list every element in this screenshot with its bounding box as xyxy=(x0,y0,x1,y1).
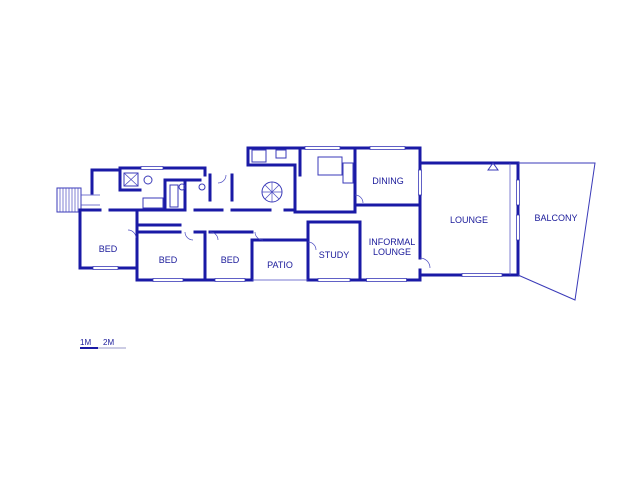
scale-bar: 1M 2M xyxy=(80,338,126,349)
fixtures xyxy=(123,149,511,275)
room-label-bed-3: BED xyxy=(221,255,240,265)
room-label-study: STUDY xyxy=(319,250,350,260)
room-label-bed-2: BED xyxy=(159,255,178,265)
scale-label-1m: 1M xyxy=(80,338,91,347)
walls xyxy=(78,146,520,282)
room-label-informal-line2: LOUNGE xyxy=(373,247,411,257)
room-label-patio: PATIO xyxy=(267,260,293,270)
entry-stairs xyxy=(56,187,100,213)
balcony-outline xyxy=(517,162,596,301)
room-label-balcony: BALCONY xyxy=(534,213,577,223)
room-label-bed-1: BED xyxy=(99,244,118,254)
scale-label-2m: 2M xyxy=(103,338,114,347)
windows xyxy=(92,146,520,282)
room-label-dining: DINING xyxy=(372,176,404,186)
room-label-informal-line1: INFORMAL xyxy=(369,237,416,247)
room-label-lounge: LOUNGE xyxy=(450,215,488,225)
